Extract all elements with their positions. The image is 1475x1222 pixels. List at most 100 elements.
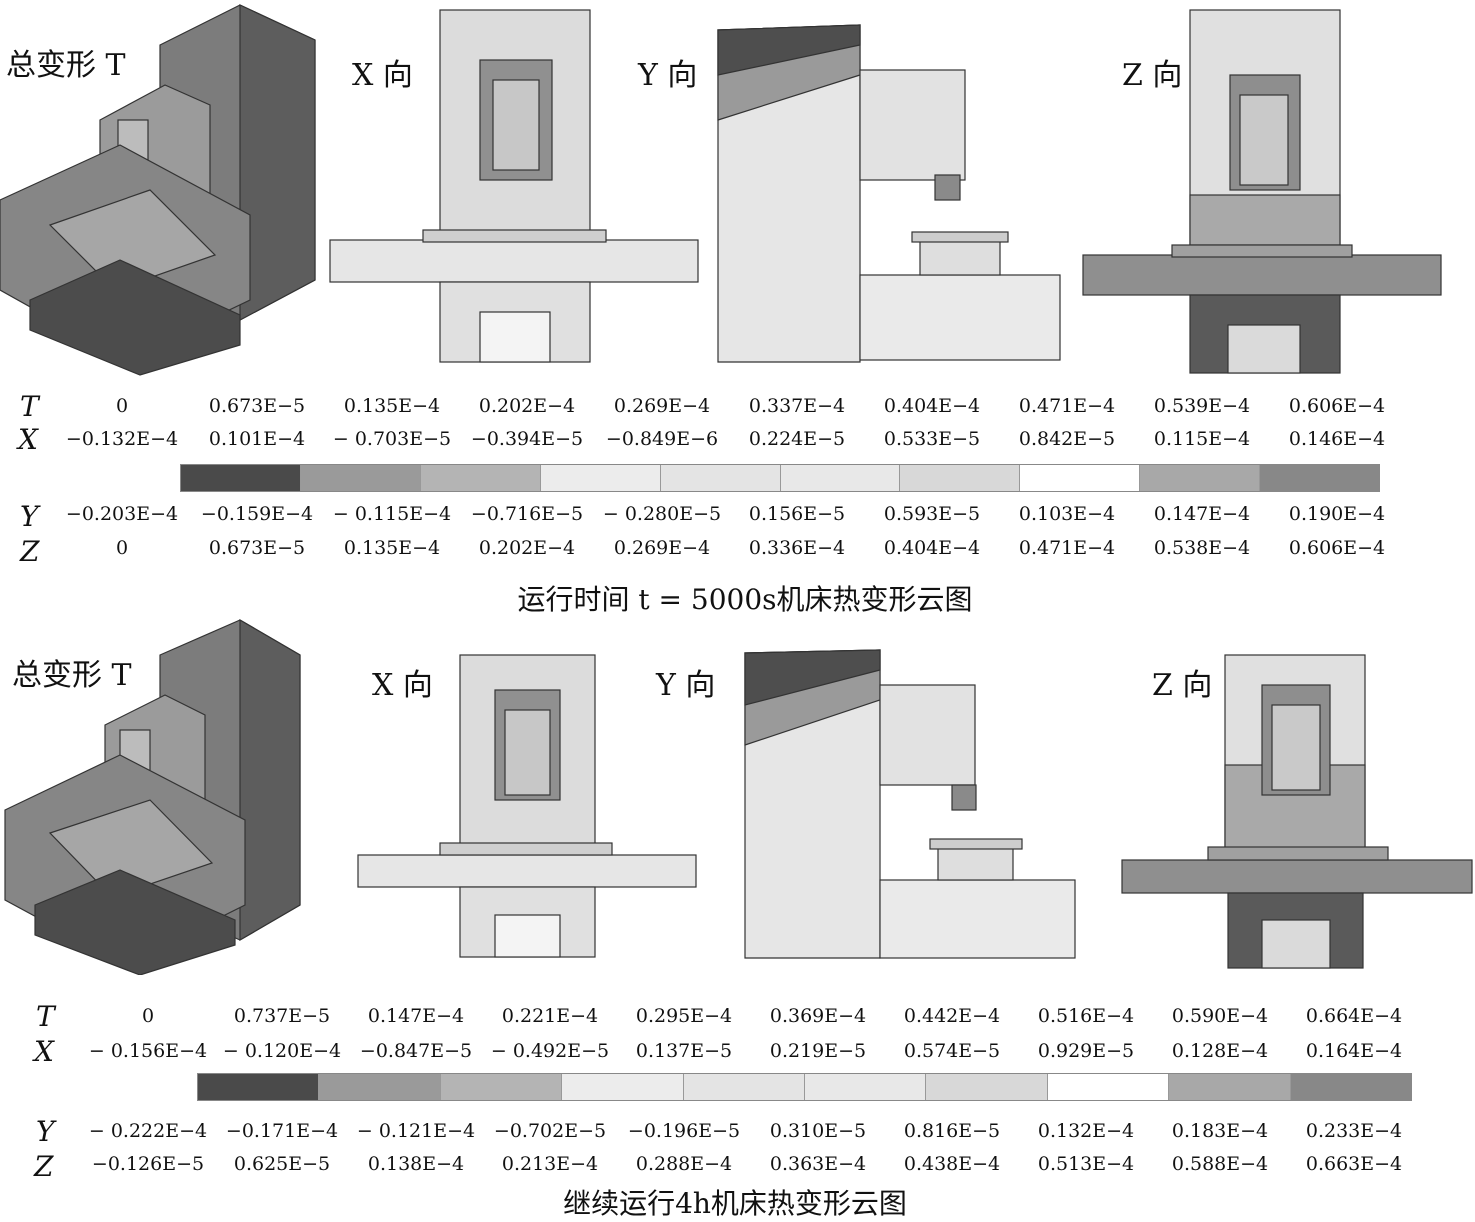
legend-value: 0.183E−4 <box>1171 1120 1269 1142</box>
legend-value: 0.288E−4 <box>635 1153 733 1175</box>
legend-value: −0.702E−5 <box>493 1120 607 1142</box>
legend-value: −0.126E−5 <box>91 1153 205 1175</box>
legend-value: 0.138E−4 <box>367 1153 465 1175</box>
legend-value: −0.159E−4 <box>200 503 314 525</box>
legend-value: 0.115E−4 <box>1153 428 1251 450</box>
legend-value: 0.539E−4 <box>1153 395 1251 417</box>
legend-row-label-x: X <box>18 423 38 456</box>
legend-value: 0.438E−4 <box>903 1153 1001 1175</box>
colorbar-segment <box>1169 1074 1291 1100</box>
legend-value: 0.929E−5 <box>1037 1040 1135 1062</box>
colorbar-segment <box>420 465 541 491</box>
figure-caption: 继续运行4h机床热变形云图 <box>563 1187 907 1220</box>
colorbar <box>180 464 1380 492</box>
legend-value: 0.516E−4 <box>1037 1005 1135 1027</box>
legend-value: 0.336E−4 <box>748 537 846 559</box>
legend-value: − 0.120E−4 <box>222 1040 342 1062</box>
view-label-x: X 向 <box>352 58 413 93</box>
figure-caption: 运行时间 t = 5000s机床热变形云图 <box>517 583 973 616</box>
legend-value: −0.171E−4 <box>225 1120 339 1142</box>
legend-value: 0.363E−4 <box>769 1153 867 1175</box>
legend-value: 0.816E−5 <box>903 1120 1001 1142</box>
legend-value: 0.221E−4 <box>501 1005 599 1027</box>
legend-value: − 0.492E−5 <box>490 1040 610 1062</box>
legend-value: 0 <box>141 1005 155 1027</box>
legend-value: 0.310E−5 <box>769 1120 867 1142</box>
colorbar-segment <box>440 1074 563 1100</box>
legend-row-label-z: Z <box>34 1150 54 1183</box>
legend-value: −0.716E−5 <box>470 503 584 525</box>
legend-value: 0.156E−5 <box>748 503 846 525</box>
y-direction-view <box>744 649 1076 959</box>
legend-value: 0.513E−4 <box>1037 1153 1135 1175</box>
legend-value: 0.269E−4 <box>613 537 711 559</box>
x-direction-view <box>329 9 699 363</box>
colorbar-segment <box>926 1074 1048 1100</box>
legend-value: 0.471E−4 <box>1018 395 1116 417</box>
colorbar-segment <box>198 1074 320 1100</box>
deformation-views <box>0 4 1442 376</box>
colorbar-segment <box>683 1074 806 1100</box>
legend-value: 0.606E−4 <box>1288 395 1386 417</box>
legend-value: −0.394E−5 <box>470 428 584 450</box>
legend-value: 0.128E−4 <box>1171 1040 1269 1062</box>
legend-value: 0.164E−4 <box>1305 1040 1403 1062</box>
legend-row-label-y: Y <box>36 1115 55 1148</box>
legend-value: 0.404E−4 <box>883 395 981 417</box>
colorbar <box>197 1073 1412 1101</box>
colorbar-segment <box>540 465 661 491</box>
legend-value: 0.337E−4 <box>748 395 846 417</box>
iso-machine-view <box>4 618 301 975</box>
legend-value: 0.663E−4 <box>1305 1153 1403 1175</box>
legend-value: 0.137E−5 <box>635 1040 733 1062</box>
legend-value: 0.673E−5 <box>208 537 306 559</box>
legend-value: 0.625E−5 <box>233 1153 331 1175</box>
legend-value: 0.538E−4 <box>1153 537 1251 559</box>
colorbar-segment <box>780 465 901 491</box>
panel-4h: 总变形 T X 向 Y 向 Z 向 T X Y Z 继续运行4h机床热变形云图 … <box>0 615 1475 1221</box>
legend-value: 0.404E−4 <box>883 537 981 559</box>
legend-row-label-x: X <box>34 1035 54 1068</box>
legend-value: 0.135E−4 <box>343 395 441 417</box>
legend-value: 0 <box>115 537 129 559</box>
legend-value: −0.203E−4 <box>65 503 179 525</box>
legend-value: 0.269E−4 <box>613 395 711 417</box>
colorbar-segment <box>660 465 781 491</box>
legend-value: 0.588E−4 <box>1171 1153 1269 1175</box>
legend-value: 0.574E−5 <box>903 1040 1001 1062</box>
legend-value: 0.471E−4 <box>1018 537 1116 559</box>
legend-value: − 0.703E−5 <box>332 428 452 450</box>
colorbar-segment <box>1047 1074 1170 1100</box>
colorbar-segment <box>562 1074 684 1100</box>
legend-value: 0.202E−4 <box>478 395 576 417</box>
legend-value: 0.146E−4 <box>1288 428 1386 450</box>
colorbar-segment <box>1020 465 1141 491</box>
legend-value: 0.132E−4 <box>1037 1120 1135 1142</box>
legend-value: 0.295E−4 <box>635 1005 733 1027</box>
legend-value: 0.213E−4 <box>501 1153 599 1175</box>
view-label-y: Y 向 <box>656 668 716 703</box>
view-label-z: Z 向 <box>1152 668 1213 703</box>
legend-value: 0.103E−4 <box>1018 503 1116 525</box>
legend-value: 0.533E−5 <box>883 428 981 450</box>
legend-value: 0.842E−5 <box>1018 428 1116 450</box>
colorbar-segment <box>300 465 421 491</box>
legend-value: 0.147E−4 <box>1153 503 1251 525</box>
legend-value: 0.593E−5 <box>883 503 981 525</box>
legend-row-label-z: Z <box>20 535 40 568</box>
legend-value: 0.135E−4 <box>343 537 441 559</box>
colorbar-segment <box>319 1074 441 1100</box>
legend-row-label-y: Y <box>20 500 39 533</box>
view-label-total: 总变形 T <box>12 658 132 693</box>
legend-value: − 0.222E−4 <box>88 1120 208 1142</box>
view-label-z: Z 向 <box>1122 58 1183 93</box>
legend-value: 0.233E−4 <box>1305 1120 1403 1142</box>
legend-value: 0.664E−4 <box>1305 1005 1403 1027</box>
z-direction-view <box>1121 654 1473 969</box>
colorbar-segment <box>1260 465 1380 491</box>
colorbar-segment <box>181 465 301 491</box>
legend-value: 0.101E−4 <box>208 428 306 450</box>
legend-value: 0.369E−4 <box>769 1005 867 1027</box>
legend-value: 0.737E−5 <box>233 1005 331 1027</box>
legend-value: 0.219E−5 <box>769 1040 867 1062</box>
